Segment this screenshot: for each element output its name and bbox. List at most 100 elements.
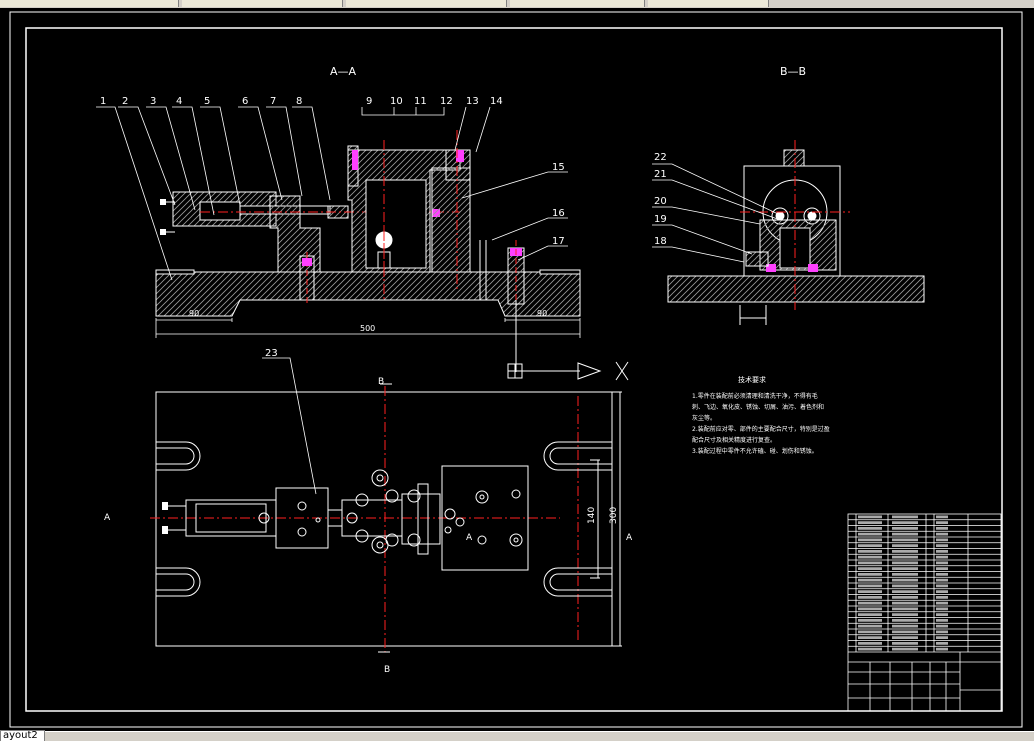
title-block-cell	[936, 561, 948, 565]
part-number: 17	[552, 236, 565, 247]
title-block-cell	[892, 584, 918, 588]
part-number: 20	[654, 196, 667, 207]
title-block-cell	[858, 515, 882, 519]
notes-line: 灰尘等。	[692, 414, 716, 422]
window-toolbar	[0, 0, 1034, 8]
title-block-cell	[892, 630, 918, 634]
title-block-cell	[936, 538, 948, 542]
plan-section-marker-a: A	[626, 533, 633, 543]
plan-section-marker-b: B	[384, 665, 390, 675]
title-block-cell	[892, 624, 918, 628]
notes-line: 1.零件在装配前必须清理和清洗干净，不得有毛	[692, 392, 818, 400]
title-block	[847, 513, 1002, 712]
part-number: 19	[654, 214, 667, 225]
title-block-cell	[936, 590, 948, 593]
title-block-cell	[936, 607, 948, 611]
part-number: 13	[466, 96, 479, 107]
title-block-cell	[892, 538, 918, 542]
part-number: 15	[552, 162, 565, 173]
title-block-cell	[936, 601, 948, 605]
title-block-cell	[892, 515, 918, 519]
title-block-cell	[847, 513, 1002, 712]
title-block-cell	[936, 624, 948, 628]
title-block-cell	[936, 555, 948, 559]
part-number: 12	[440, 96, 453, 107]
part-number: 9	[366, 96, 372, 107]
toolbar-segment[interactable]	[648, 0, 769, 7]
dimension-90-right: 90	[537, 309, 547, 318]
title-block-cell	[892, 573, 918, 576]
part-number: 5	[204, 96, 210, 107]
part-number: 10	[390, 96, 403, 107]
title-block-cell	[936, 573, 948, 576]
title-block-cell	[892, 636, 918, 639]
status-bar	[0, 731, 1034, 741]
title-block-cell	[858, 642, 882, 645]
notes-line: 刺、飞边、氧化皮、锈蚀、切屑、油污、着色剂和	[692, 403, 824, 411]
title-block-cell	[892, 561, 918, 565]
title-block-cell	[936, 515, 948, 519]
toolbar-segment[interactable]	[510, 0, 645, 7]
title-block-cell	[858, 630, 882, 634]
section-aa-view: A—A	[155, 65, 581, 317]
part-number: 8	[296, 96, 302, 107]
dimension-500: 500	[360, 324, 375, 333]
title-block-cell	[892, 619, 918, 622]
title-block-cell	[858, 584, 882, 588]
layout-tab[interactable]: ayout2	[0, 730, 45, 741]
part-number: 1	[100, 96, 106, 107]
title-block-cell	[892, 567, 918, 570]
part-number: 22	[654, 152, 667, 163]
title-block-cell	[892, 596, 918, 599]
toolbar-segment[interactable]	[182, 0, 343, 7]
title-block-cell	[858, 601, 882, 605]
title-block-cell	[936, 521, 948, 524]
title-block-cell	[892, 613, 918, 616]
part-number: 23	[265, 348, 278, 359]
part-number: 21	[654, 169, 667, 180]
part-number: 4	[176, 96, 182, 107]
part-number: 7	[270, 96, 276, 107]
title-block-cell	[858, 567, 882, 570]
aa-part-numbers: 1 2 3 4 5 6 7 8 9 10 11 12 13 14 15 16 1…	[100, 96, 565, 247]
title-block-cell	[858, 647, 882, 651]
title-block-cell	[858, 607, 882, 611]
title-block-cell	[858, 624, 882, 628]
notes-line: 2.装配前应对零、部件的主要配合尺寸，特别是过盈	[692, 425, 830, 433]
title-block-cell	[892, 555, 918, 559]
notes-title: 技术要求	[738, 375, 766, 384]
title-block-cell	[858, 590, 882, 593]
notes-line: 3.装配过程中零件不允许磕、碰、划伤和锈蚀。	[692, 447, 818, 455]
title-block-cell	[936, 578, 948, 582]
part-number: 16	[552, 208, 565, 219]
toolbar-segment[interactable]	[346, 0, 507, 7]
title-block-cell	[892, 578, 918, 582]
plan-section-marker-b: B	[378, 377, 384, 387]
title-block-cell	[936, 544, 948, 547]
title-block-cell	[936, 532, 948, 536]
outer-sheet-border	[9, 11, 1023, 728]
dimension-300: 300	[609, 507, 619, 524]
part-number: 6	[242, 96, 248, 107]
plan-section-marker-a: A	[104, 513, 111, 523]
title-block-cell	[892, 642, 918, 645]
x-axis-indicator	[507, 300, 629, 381]
inner-frame-border	[25, 27, 1003, 712]
title-block-cell	[892, 544, 918, 547]
base-plate	[155, 271, 581, 317]
title-block-cell	[936, 630, 948, 634]
section-bb-title: B—B	[780, 65, 806, 78]
technical-notes: 技术要求 1.零件在装配前必须清理和清洗干净，不得有毛 刺、飞边、氧化皮、锈蚀、…	[692, 375, 830, 455]
part-number: 14	[490, 96, 503, 107]
title-block-cell	[936, 613, 948, 616]
title-block-cell	[858, 532, 882, 536]
toolbar-segment[interactable]	[0, 0, 179, 7]
title-block-cell	[858, 596, 882, 599]
title-block-cell	[892, 647, 918, 651]
title-block-cell	[858, 619, 882, 622]
title-block-cell	[892, 601, 918, 605]
title-block-cell	[892, 532, 918, 536]
aa-dimensions	[155, 318, 581, 338]
title-block-cell	[858, 555, 882, 559]
